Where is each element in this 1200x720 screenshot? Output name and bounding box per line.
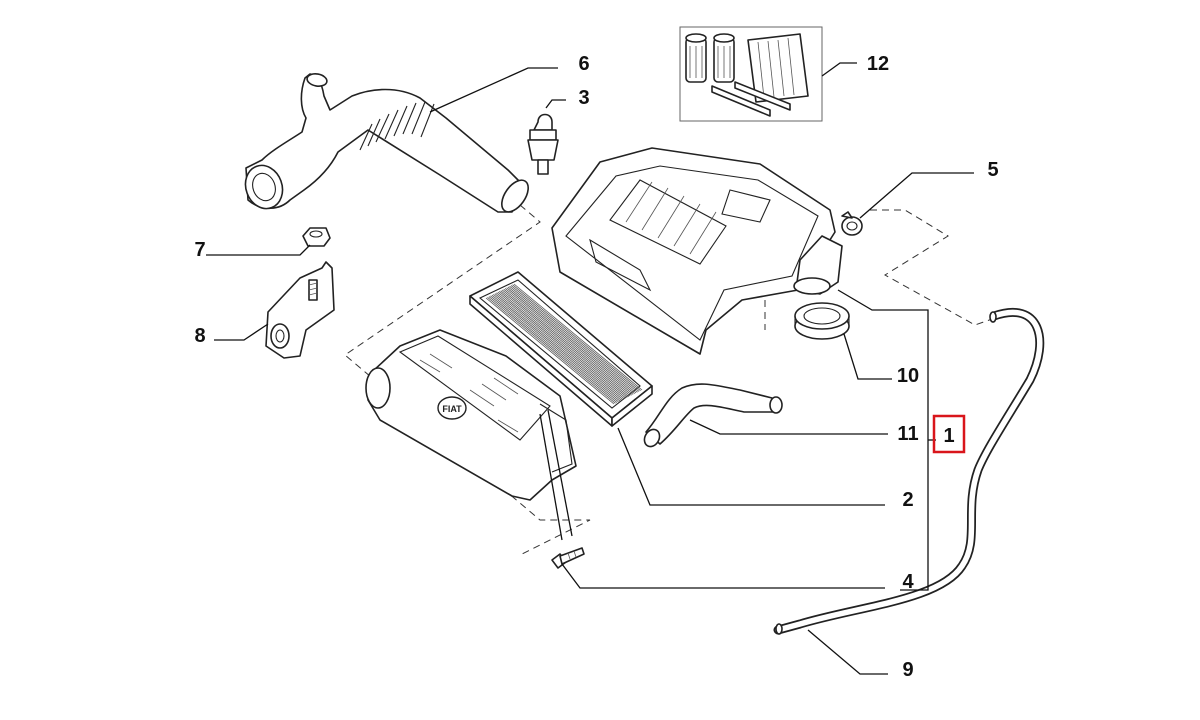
callout-1-highlight-box: [932, 414, 966, 454]
callout-labels: 6 3 12 5 7 8 10 11 2 4 9 1: [194, 53, 998, 681]
part-11-small-hose[interactable]: [641, 383, 783, 449]
filter-pleat: [491, 294, 621, 402]
callout-8[interactable]: 8: [194, 325, 205, 347]
filter-pleat: [512, 284, 641, 392]
filter-pleat: [490, 295, 619, 403]
part-3-sensor[interactable]: [527, 113, 559, 175]
fiat-logo-text: FIAT: [442, 404, 462, 414]
filter-pleat: [513, 283, 643, 391]
filter-pleat: [503, 288, 632, 396]
part-5-clamp[interactable]: [841, 211, 863, 236]
filter-pleat: [487, 296, 616, 404]
callout-11[interactable]: 11: [897, 423, 918, 445]
part-7-nut[interactable]: [302, 227, 331, 247]
callout-1[interactable]: 1: [943, 425, 954, 447]
filter-pleat: [509, 285, 638, 393]
callout-9[interactable]: 9: [902, 659, 913, 681]
filter-pleat: [507, 286, 637, 394]
filter-pleat: [488, 296, 618, 403]
callout-3[interactable]: 3: [578, 87, 589, 109]
filter-pleat: [493, 294, 622, 401]
callout-12[interactable]: 12: [867, 53, 889, 75]
filter-pleat: [496, 292, 625, 400]
filter-pleat: [504, 288, 634, 395]
part-2-air-filter[interactable]: [469, 271, 653, 427]
callout-4[interactable]: 4: [902, 571, 914, 593]
part-9-breather-hose[interactable]: [773, 307, 1045, 635]
filter-pleat: [510, 285, 640, 392]
callout-6[interactable]: 6: [578, 53, 589, 75]
part-12-filter-kit[interactable]: [679, 26, 823, 122]
filter-pleat: [499, 291, 628, 398]
filter-pleat: [494, 293, 624, 400]
callout-7[interactable]: 7: [194, 239, 205, 261]
air-box-lower-housing[interactable]: FIAT: [365, 329, 577, 501]
callout-5[interactable]: 5: [987, 159, 998, 181]
air-box-cover[interactable]: [551, 147, 843, 355]
filter-pleat: [497, 291, 627, 399]
fiat-logo: FIAT: [437, 396, 467, 420]
part-8-bracket[interactable]: [265, 261, 335, 359]
filter-pleat: [501, 289, 631, 397]
filter-pleat: [500, 290, 629, 397]
part-10-seal-ring[interactable]: [794, 302, 850, 340]
filter-pleat: [485, 297, 615, 405]
callout-10[interactable]: 10: [897, 365, 919, 387]
filter-pleat: [506, 287, 635, 394]
callout-2[interactable]: 2: [902, 489, 913, 511]
part-6-intake-hose[interactable]: [240, 72, 534, 216]
leader-lines: [206, 62, 974, 675]
part-4-screw[interactable]: [551, 547, 585, 569]
